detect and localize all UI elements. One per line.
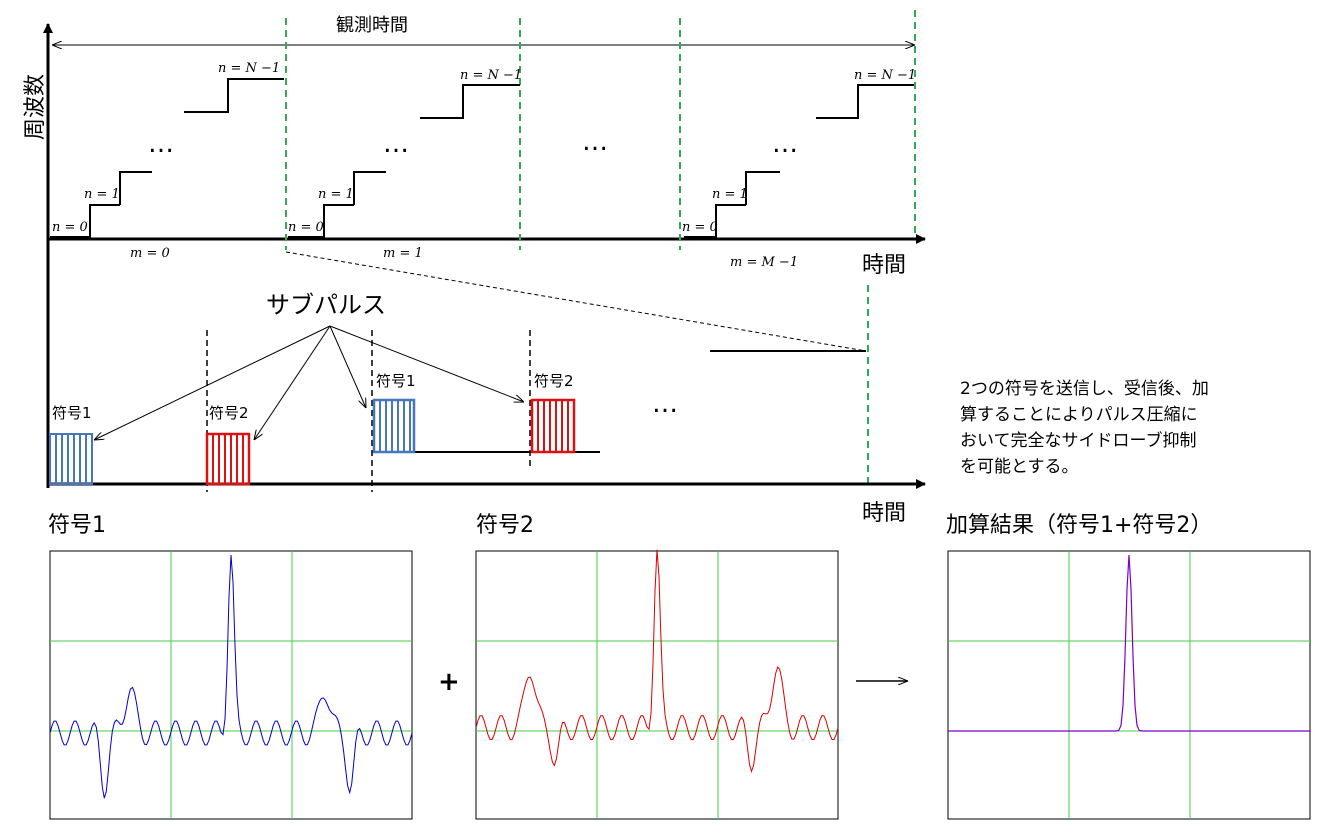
step-nN-1 [184,78,284,113]
nN-label-1: n = N −1 [218,61,280,76]
arrow-to-pulse-1 [94,325,331,440]
time-axis-top-label: 時間 [862,253,906,278]
step-n0-3 [684,204,746,238]
pulse-code1-zoom-label: 符号1 [376,372,416,390]
n0-label-2: n = 0 [288,220,324,235]
plot3-title: 加算結果（符号1+符号2） [946,513,1212,538]
ellipsis-top-2: … [383,129,409,159]
note-line-1: 2つの符号を送信し、受信後、加 [960,379,1209,399]
pulse-code1-zoom [372,398,416,454]
note-line-4: を可能とする。 [960,457,1079,477]
nN-label-2: n = N −1 [460,68,522,83]
pulse-code2-small [205,432,251,486]
m-label-0: m = 0 [130,246,170,261]
step-nN-2 [420,84,520,119]
frequency-axis-label: 周波数 [23,74,48,140]
pulse-code2-zoom-label: 符号2 [534,372,574,390]
n1-label-3: n = 1 [712,187,748,202]
time-axis-middle-label: 時間 [862,501,906,526]
ellipsis-top-3: … [582,127,608,157]
step-n0-1 [50,204,120,238]
step-n0-2 [288,204,354,238]
step-n1-3 [745,171,780,205]
pulse-code2-small-label: 符号2 [209,404,249,422]
n1-label-1: n = 1 [84,187,120,202]
n1-label-2: n = 1 [318,187,354,202]
subpulse-diagram: 時間 サブパルス 符号1 [48,291,926,526]
plus-sign: + [438,667,460,697]
arrow-to-pulse-2 [254,325,331,440]
observation-time-label: 観測時間 [336,15,408,36]
step-n1-1 [119,171,152,205]
arrow-to-pulse-3 [329,325,366,408]
ellipsis-top-4: … [772,129,798,159]
m-label-last: m = M −1 [730,255,798,270]
code1-waveform [49,554,413,799]
frequency-time-diagram: 観測時間 周波数 時間 [23,10,926,488]
plot2-code2 [475,549,839,820]
ellipsis-middle: … [652,389,678,419]
arrow-to-pulse-4 [329,325,524,402]
plot3-sum [947,550,1311,820]
subpulse-label: サブパルス [266,291,386,319]
n0-label-3: n = 0 [682,220,718,235]
code2-waveform [475,549,839,774]
step-nN-3 [816,84,914,119]
pulse-code2-zoom [530,398,576,454]
pulse-code1-small [49,433,93,485]
plot1-code1 [49,550,413,820]
note-line-2: 算することによりパルス圧縮に [960,405,1198,425]
plot1-title: 符号1 [48,513,106,538]
pulse-code1-small-label: 符号1 [52,404,92,422]
zoom-guide-line [285,251,867,352]
ellipsis-top-1: … [148,129,174,159]
sum-waveform [948,554,1310,732]
plot2-title: 符号2 [476,513,534,538]
period-dividers [285,10,916,485]
note-line-3: おいて完全なサイドローブ抑制 [960,430,1196,451]
n0-label-1: n = 0 [52,220,88,235]
explanation-note: 2つの符号を送信し、受信後、加 算することによりパルス圧縮に おいて完全なサイド… [960,379,1209,477]
m-label-1: m = 1 [383,246,423,261]
nN-label-3: n = N −1 [854,68,916,83]
step-n1-2 [353,171,386,205]
